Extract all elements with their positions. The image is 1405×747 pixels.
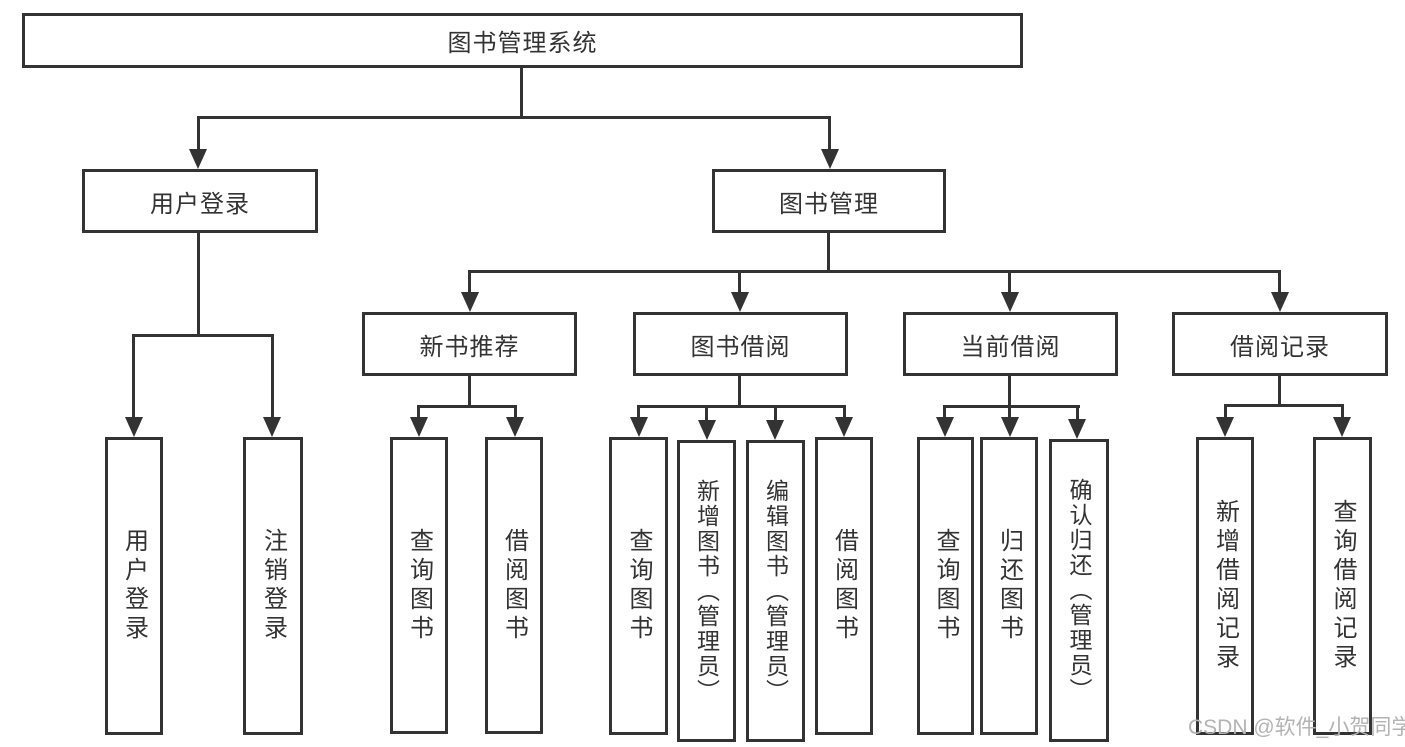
connector-line <box>468 270 471 294</box>
connector-line <box>1076 405 1079 422</box>
leaf-bookborrow-add-book-admin: 新增图书（管理员） <box>677 440 736 742</box>
connector-line <box>774 405 777 422</box>
leaf-bookborrow-edit-book-admin-label: 编辑图书（管理员） <box>762 478 789 704</box>
arrow-down-icon <box>506 417 524 437</box>
connector-line <box>1224 404 1344 407</box>
node-current-borrow: 当前借阅 <box>903 312 1118 376</box>
connector-line <box>417 405 420 419</box>
node-user-login: 用户登录 <box>82 169 318 233</box>
connector-line <box>1008 270 1011 294</box>
leaf-current-confirm-return-admin: 确认归还（管理员） <box>1049 439 1109 742</box>
leaf-current-return-book: 归还图书 <box>980 437 1038 735</box>
leaf-logout: 注销登录 <box>243 437 303 735</box>
connector-line <box>1341 404 1344 419</box>
leaf-record-add-borrow-record: 新增借阅记录 <box>1196 437 1254 735</box>
arrow-down-icon <box>1271 292 1289 312</box>
arrow-down-icon <box>835 417 853 437</box>
node-user-login-label: 用户登录 <box>150 190 250 218</box>
node-borrow-record-label: 借阅记录 <box>1230 333 1330 361</box>
arrow-down-icon <box>698 420 716 440</box>
node-book-management-label: 图书管理 <box>779 190 879 218</box>
connector-line <box>197 232 200 337</box>
arrow-down-icon <box>1001 417 1019 437</box>
connector-line <box>417 405 517 408</box>
connector-line <box>1278 376 1281 407</box>
leaf-record-query-borrow-record: 查询借阅记录 <box>1313 437 1372 735</box>
arrow-down-icon <box>125 417 143 437</box>
arrow-down-icon <box>1001 292 1019 312</box>
connector-line <box>637 405 640 419</box>
node-borrow-record: 借阅记录 <box>1172 312 1388 376</box>
node-book-management: 图书管理 <box>712 169 946 233</box>
connector-line <box>197 116 200 150</box>
node-book-borrow-label: 图书借阅 <box>690 333 791 361</box>
connector-line <box>1224 404 1227 419</box>
connector-line <box>1008 376 1011 408</box>
connector-line <box>637 405 846 408</box>
leaf-current-return-book-label: 归还图书 <box>995 528 1023 644</box>
node-library-management-system-label: 图书管理系统 <box>447 30 598 57</box>
leaf-bookborrow-query-book: 查询图书 <box>609 437 668 735</box>
connector-line <box>705 405 708 422</box>
leaf-newbook-query-book-label: 查询图书 <box>405 527 433 644</box>
leaf-record-add-borrow-record-label: 新增借阅记录 <box>1211 499 1239 673</box>
arrow-down-icon <box>1216 417 1234 437</box>
connector-line <box>132 334 135 419</box>
arrow-down-icon <box>731 292 749 312</box>
arrow-down-icon <box>189 149 207 169</box>
arrow-down-icon <box>1068 419 1086 439</box>
leaf-current-query-book-label: 查询图书 <box>932 528 959 644</box>
arrow-down-icon <box>766 420 784 440</box>
leaf-user-login: 用户登录 <box>105 437 163 735</box>
connector-line <box>827 233 830 273</box>
leaf-record-query-borrow-record-label: 查询借阅记录 <box>1329 499 1356 673</box>
arrow-down-icon <box>410 417 428 437</box>
node-new-book-recommend-label: 新书推荐 <box>419 333 520 361</box>
csdn-watermark: CSDN @软件_小贺同学 <box>1188 716 1405 739</box>
connector-line <box>468 270 1281 273</box>
leaf-bookborrow-query-book-label: 查询图书 <box>625 528 652 644</box>
leaf-bookborrow-add-book-admin-label: 新增图书（管理员） <box>693 478 720 704</box>
connector-line <box>943 405 1080 408</box>
arrow-down-icon <box>821 149 839 169</box>
leaf-newbook-borrow-book-label: 借阅图书 <box>500 527 528 644</box>
node-library-management-system: 图书管理系统 <box>22 13 1023 68</box>
leaf-bookborrow-borrow-book: 借阅图书 <box>815 437 873 735</box>
connector-line <box>520 68 523 118</box>
arrow-down-icon <box>630 417 648 437</box>
connector-line <box>514 405 517 419</box>
arrow-down-icon <box>461 292 479 312</box>
node-book-borrow: 图书借阅 <box>633 312 848 376</box>
arrow-down-icon <box>936 417 954 437</box>
arrow-down-icon <box>1333 417 1351 437</box>
connector-line <box>468 376 471 408</box>
leaf-bookborrow-borrow-book-label: 借阅图书 <box>830 528 858 644</box>
connector-line <box>828 116 831 150</box>
connector-line <box>1278 270 1281 294</box>
connector-line <box>738 270 741 294</box>
node-new-book-recommend: 新书推荐 <box>362 312 577 376</box>
leaf-newbook-query-book: 查询图书 <box>390 437 448 734</box>
leaf-current-confirm-return-admin-label: 确认归还（管理员） <box>1066 478 1092 703</box>
connector-line <box>1008 405 1011 419</box>
leaf-bookborrow-edit-book-admin: 编辑图书（管理员） <box>746 440 805 742</box>
connector-line <box>197 116 831 119</box>
connector-line <box>132 334 274 337</box>
leaf-newbook-borrow-book: 借阅图书 <box>485 437 543 734</box>
node-current-borrow-label: 当前借阅 <box>960 333 1061 361</box>
connector-line <box>943 405 946 419</box>
leaf-logout-label: 注销登录 <box>259 528 287 644</box>
connector-line <box>738 376 741 408</box>
arrow-down-icon <box>263 417 281 437</box>
leaf-user-login-label: 用户登录 <box>120 528 148 644</box>
leaf-current-query-book: 查询图书 <box>917 437 974 735</box>
connector-line <box>271 334 274 419</box>
connector-line <box>843 405 846 419</box>
